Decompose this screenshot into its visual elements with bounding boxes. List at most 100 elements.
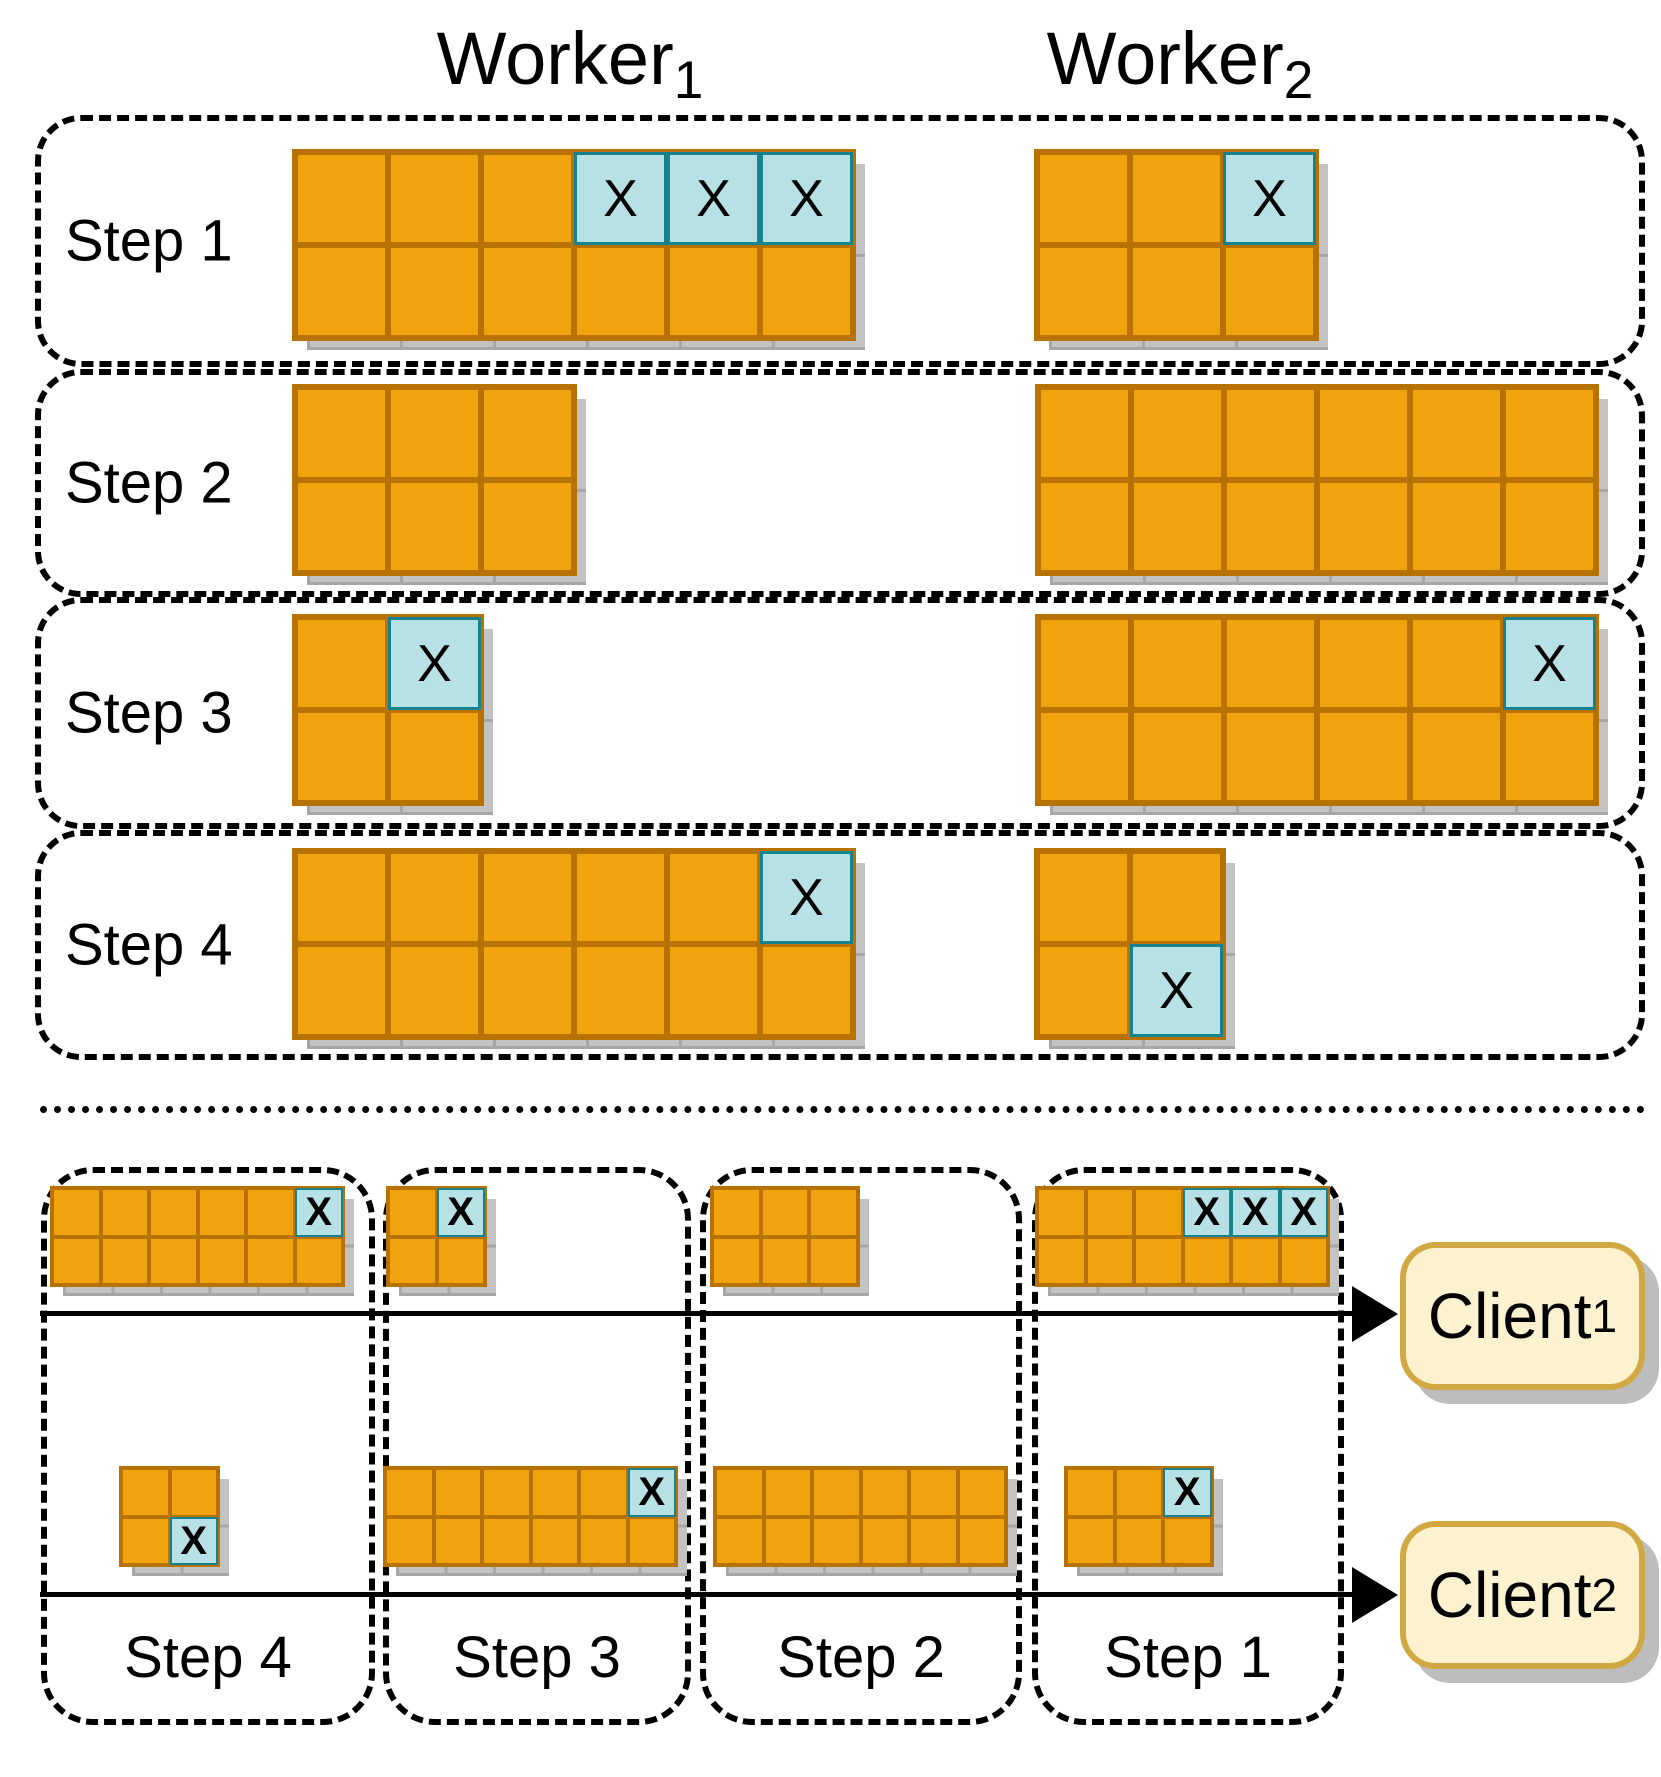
step4-column-box: Step 4 xyxy=(41,1167,375,1725)
token-cell xyxy=(385,1468,434,1517)
token-cell xyxy=(169,1468,218,1517)
step4-column-label: Step 4 xyxy=(124,1625,292,1690)
token-cell xyxy=(1410,387,1503,480)
token-cell xyxy=(809,1188,858,1237)
token-cell xyxy=(436,1236,485,1285)
token-cell xyxy=(530,1516,579,1565)
token-cell xyxy=(1037,944,1130,1037)
step1-row-box: Step 1 xyxy=(35,115,1645,367)
grid-step4-worker1: X xyxy=(292,848,856,1040)
token-cell xyxy=(246,1188,295,1237)
token-cell xyxy=(1410,480,1503,573)
token-cell xyxy=(1037,152,1130,245)
token-cell xyxy=(1038,480,1131,573)
grid-step4-client1: X xyxy=(50,1186,345,1287)
token-cell xyxy=(909,1468,958,1517)
token-cell xyxy=(388,152,481,245)
token-cell xyxy=(481,944,574,1037)
token-cell xyxy=(481,245,574,338)
token-cell xyxy=(295,617,388,710)
token-cell xyxy=(579,1516,628,1565)
worker1-text: Worker xyxy=(436,17,674,100)
grid-step3-worker1: X xyxy=(292,614,484,806)
token-cell xyxy=(812,1516,861,1565)
token-cell xyxy=(295,152,388,245)
token-cell xyxy=(1066,1468,1115,1517)
token-cell xyxy=(1163,1516,1212,1565)
token-cell xyxy=(1224,617,1317,710)
worker1-label: Worker1 xyxy=(400,16,740,111)
step2-column-box: Step 2 xyxy=(700,1167,1022,1725)
grid-step1-client2: X xyxy=(1064,1466,1214,1567)
token-cell xyxy=(294,1236,343,1285)
grid-step1-worker2: X xyxy=(1034,149,1319,341)
token-cell xyxy=(1131,480,1224,573)
token-cell xyxy=(100,1188,149,1237)
step1-row-label: Step 1 xyxy=(65,208,233,274)
masked-token-cell: X xyxy=(1231,1188,1280,1237)
client1-text: Client xyxy=(1427,1280,1592,1352)
token-cell xyxy=(197,1188,246,1237)
token-cell xyxy=(1130,152,1223,245)
grid-step2-client2 xyxy=(713,1466,1008,1567)
token-cell xyxy=(1038,617,1131,710)
masked-token-cell: X xyxy=(1182,1188,1231,1237)
token-cell xyxy=(957,1468,1006,1517)
token-cell xyxy=(1503,480,1596,573)
masked-token-cell: X xyxy=(760,851,853,944)
token-cell xyxy=(1317,710,1410,803)
token-cell xyxy=(579,1468,628,1517)
client2-subscript: 2 xyxy=(1591,1569,1618,1621)
token-cell xyxy=(1037,245,1130,338)
token-cell xyxy=(388,1236,437,1285)
masked-token-cell: X xyxy=(294,1188,343,1237)
token-cell xyxy=(433,1516,482,1565)
token-cell xyxy=(1038,710,1131,803)
token-cell xyxy=(1037,1236,1086,1285)
token-cell xyxy=(957,1516,1006,1565)
grid-step3-client1: X xyxy=(386,1186,487,1287)
token-cell xyxy=(1114,1468,1163,1517)
token-cell xyxy=(763,1468,812,1517)
token-cell xyxy=(295,851,388,944)
token-cell xyxy=(1085,1236,1134,1285)
token-cell xyxy=(1130,851,1223,944)
token-cell xyxy=(149,1236,198,1285)
token-cell xyxy=(121,1468,170,1517)
token-cell xyxy=(1085,1188,1134,1237)
token-cell xyxy=(481,152,574,245)
token-cell xyxy=(295,480,388,573)
masked-token-cell: X xyxy=(667,152,760,245)
token-cell xyxy=(1224,710,1317,803)
token-cell xyxy=(1317,480,1410,573)
client2-arrow-icon xyxy=(1352,1567,1398,1623)
masked-token-cell: X xyxy=(388,617,481,710)
masked-token-cell: X xyxy=(1279,1188,1328,1237)
token-cell xyxy=(712,1188,761,1237)
token-cell xyxy=(388,851,481,944)
token-cell xyxy=(1130,245,1223,338)
token-cell xyxy=(760,944,853,1037)
token-cell xyxy=(1182,1236,1231,1285)
token-cell xyxy=(197,1236,246,1285)
masked-token-cell: X xyxy=(1163,1468,1212,1517)
token-cell xyxy=(1134,1188,1183,1237)
token-cell xyxy=(530,1468,579,1517)
token-cell xyxy=(121,1516,170,1565)
step2-row-label: Step 2 xyxy=(65,450,233,516)
step2-row-box: Step 2 xyxy=(35,369,1645,597)
token-cell xyxy=(1410,710,1503,803)
grid-step3-client2: X xyxy=(383,1466,678,1567)
token-cell xyxy=(1131,617,1224,710)
grid-step3-worker2: X xyxy=(1035,614,1599,806)
step3-column-box: Step 3 xyxy=(383,1167,691,1725)
grid-step2-worker1 xyxy=(292,384,577,576)
token-cell xyxy=(760,1188,809,1237)
token-cell xyxy=(1037,851,1130,944)
worker2-subscript: 2 xyxy=(1283,50,1314,110)
token-cell xyxy=(667,851,760,944)
